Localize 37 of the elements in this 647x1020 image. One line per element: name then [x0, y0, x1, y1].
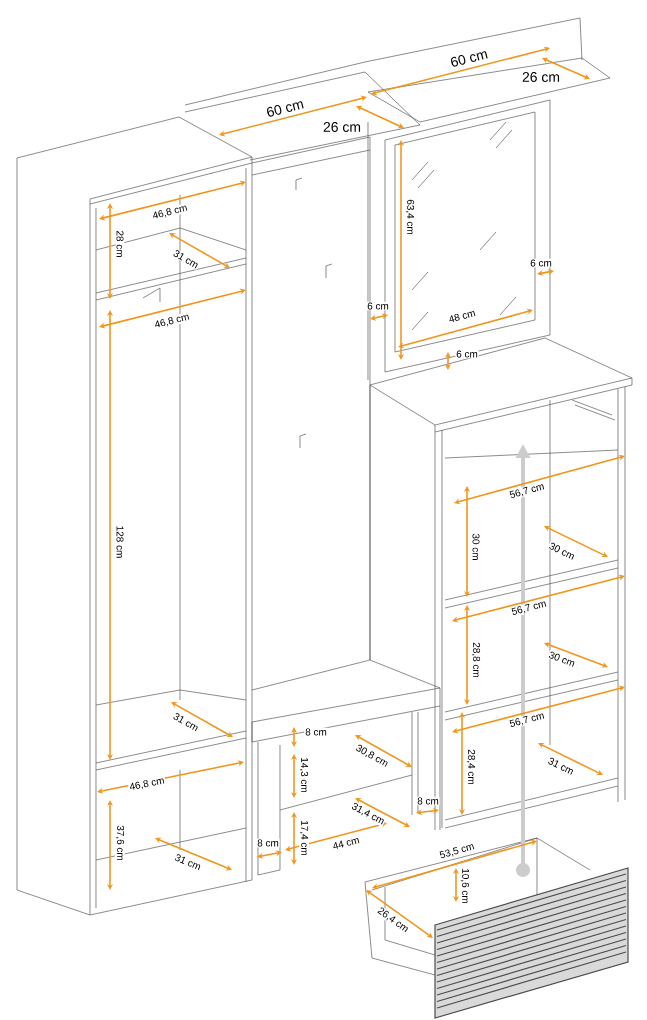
dimension-label: 30 cm: [471, 532, 481, 562]
dimension-label: 31,4 cm: [349, 801, 387, 827]
dimension-label: 60 cm: [448, 47, 490, 69]
dimension-label: 6 cm: [455, 349, 479, 359]
dimension-label: 53,5 cm: [437, 841, 477, 861]
dimension-label: 8 cm: [416, 796, 440, 806]
dimension-label: 28 cm: [115, 229, 125, 259]
dimension-label: 46,8 cm: [150, 202, 190, 222]
dimension-label: 26 cm: [322, 121, 362, 133]
dimension-label: 8 cm: [304, 727, 328, 737]
dimension-label: 46,8 cm: [152, 311, 192, 331]
dimension-label: 17,4 cm: [299, 819, 309, 857]
dimension-label: 37,6 cm: [115, 824, 125, 862]
dimension-label: 31 cm: [546, 755, 576, 777]
dimension-label: 26 cm: [521, 71, 561, 83]
dimension-label: 56,7 cm: [507, 710, 547, 730]
dimension-label: 30,8 cm: [353, 742, 391, 770]
dimension-label: 6 cm: [529, 258, 553, 268]
dimension-label: 63,4 cm: [405, 198, 415, 236]
dimension-label: 6 cm: [366, 301, 390, 311]
dimension-label: 56,7 cm: [509, 598, 549, 618]
dimension-label: 30 cm: [547, 649, 577, 669]
dimension-label: 14,3 cm: [299, 756, 309, 794]
dimension-label: 30 cm: [547, 540, 577, 562]
dimension-label: 28,4 cm: [466, 748, 476, 786]
dimension-label: 48 cm: [447, 308, 477, 324]
dimension-label: 28,8 cm: [471, 641, 481, 679]
dimension-label: 31 cm: [171, 711, 201, 733]
dimension-label: 31 cm: [171, 248, 201, 270]
dimension-label: 31 cm: [173, 852, 203, 872]
dimension-label: 44 cm: [331, 835, 361, 851]
dimension-label: 56,7 cm: [507, 481, 547, 501]
dimension-label: 128 cm: [115, 524, 125, 560]
dimension-label: 46,8 cm: [127, 775, 167, 793]
dimension-label: 60 cm: [264, 97, 306, 119]
dimension-label: 8 cm: [256, 838, 280, 848]
dimension-label: 10,6 cm: [460, 867, 470, 905]
